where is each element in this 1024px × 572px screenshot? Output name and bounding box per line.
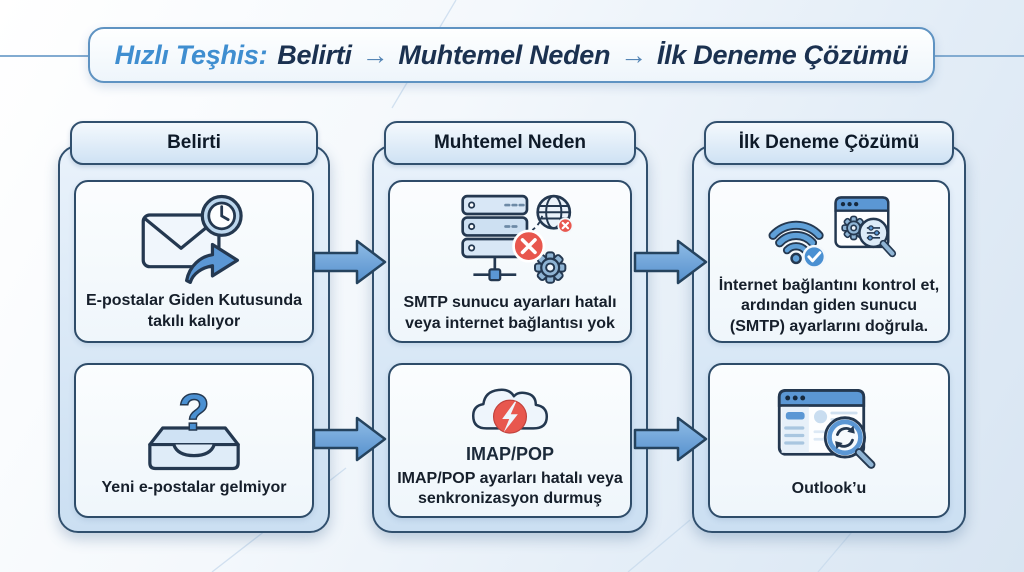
title-connector-right (934, 55, 1024, 57)
wifi-check-settings-icon (768, 196, 897, 269)
flow-arrow-right-icon (633, 416, 708, 462)
card-text: E-postalar Giden Kutusunda takılı kalıyo… (85, 292, 302, 330)
title-highlight: Hızlı Teşhis: (114, 39, 268, 70)
card-text: İnternet bağlantını kontrol et, ardından… (718, 276, 940, 335)
svg-text:?: ? (178, 383, 209, 441)
card-outlook-restart: Outlook’u (708, 363, 950, 518)
card-text: SMTP sunucu ayarları hatalı veya interne… (403, 294, 617, 332)
title-step-1: Belirti (277, 39, 352, 70)
card-text: IMAP/POP ayarları hatalı veya senkroniza… (397, 469, 623, 507)
column-probable-cause: Muhtemel Neden (372, 121, 648, 533)
title-arrow-icon: → (361, 39, 389, 70)
card-text: Yeni e-postalar gelmiyor (101, 479, 287, 497)
card-check-internet-smtp: İnternet bağlantını kontrol et, ardından… (708, 180, 950, 343)
page-title: Hızlı Teşhis: Belirti → Muhtemel Neden →… (88, 27, 935, 83)
card-emails-stuck-outbox: E-postalar Giden Kutusunda takılı kalıyo… (74, 180, 314, 343)
flow-arrow-right-icon (633, 239, 708, 285)
flow-arrow-right-icon (312, 416, 387, 462)
title-step-3: İlk Deneme Çözümü (656, 39, 909, 70)
column-symptom-header: Belirti (70, 121, 318, 165)
column-probable-cause-header: Muhtemel Neden (384, 121, 636, 165)
column-first-solution: İlk Deneme Çözümü (692, 121, 966, 533)
imap-pop-label: IMAP/POP (465, 443, 554, 464)
email-outbox-clock-icon (141, 194, 243, 285)
server-error-globe-gear-icon (461, 194, 574, 284)
title-connector-left (0, 55, 89, 57)
card-smtp-settings-error: SMTP sunucu ayarları hatalı veya interne… (388, 180, 632, 343)
title-step-2: Muhtemel Neden (398, 39, 611, 70)
column-symptom: Belirti E-postalar Giden Kutusunda takıl… (58, 121, 330, 533)
card-no-new-emails: ? Yeni e-postalar gelmiyor (74, 363, 314, 518)
card-imap-pop-error: IMAP/POP IMAP/POP ayarları hatalı veya s… (388, 363, 632, 518)
title-arrow-icon: → (620, 39, 647, 70)
inbox-question-icon: ? (148, 382, 240, 471)
cloud-sync-error-icon (471, 388, 549, 434)
column-first-solution-header: İlk Deneme Çözümü (704, 121, 954, 165)
flow-arrow-right-icon (312, 239, 387, 285)
outlook-refresh-search-icon (777, 389, 876, 470)
card-text: Outlook’u (791, 480, 867, 498)
